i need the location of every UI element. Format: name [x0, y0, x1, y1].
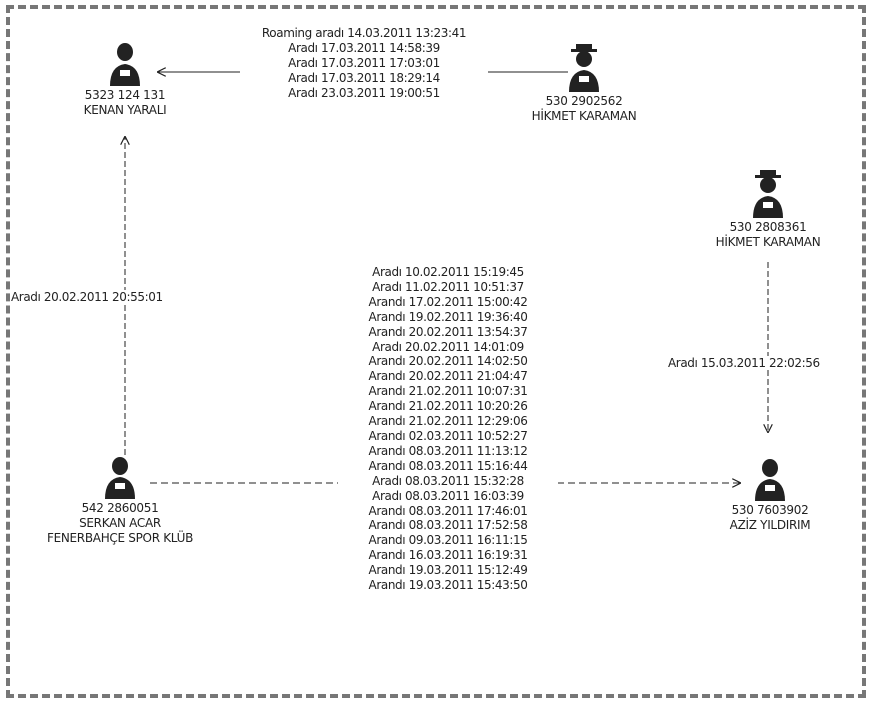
call-entry: Arandı 21.02.2011 10:20:26 [368, 399, 528, 414]
diagram-frame [6, 5, 866, 698]
call-entry: Arandı 08.03.2011 11:13:12 [368, 443, 528, 458]
hikmet-top-phone: 530 2902562 [545, 94, 623, 108]
call-entry: Arandı 20.02.2011 21:04:47 [368, 369, 528, 384]
hikmet-right-phone: 530 2808361 [729, 220, 807, 234]
call-entry: Arandı 08.03.2011 17:52:58 [368, 518, 528, 533]
call-entry: Aradı 23.03.2011 19:00:51 [288, 85, 440, 100]
node-aziz: 530 7603902 AZİZ YILDIRIM [685, 457, 855, 533]
call-entry: Aradı 17.03.2011 18:29:14 [288, 70, 440, 85]
call-entry: Arandı 20.02.2011 13:54:37 [368, 324, 528, 339]
kenan-phone: 5323 124 131 [84, 88, 166, 102]
person-icon [110, 43, 140, 86]
edge-label-hikmet-aziz: Aradı 15.03.2011 22:02:56 [668, 356, 820, 370]
serkan-phone: 542 2860051 [81, 501, 159, 515]
call-entry: Arandı 02.03.2011 10:52:27 [368, 428, 528, 443]
serkan-org: FENERBAHÇE SPOR KLÜB [46, 531, 194, 545]
call-entry: Arandı 19.02.2011 19:36:40 [368, 309, 528, 324]
aziz-name: AZİZ YILDIRIM [729, 518, 811, 532]
call-entry: Arandı 19.03.2011 15:43:50 [368, 578, 528, 593]
call-entry: Arandı 20.02.2011 14:02:50 [368, 354, 528, 369]
person-hat-icon [753, 170, 783, 218]
call-entry: Aradı 10.02.2011 15:19:45 [372, 265, 524, 279]
node-serkan: 542 2860051 SERKAN ACAR FENERBAHÇE SPOR … [35, 455, 205, 546]
call-entry: Aradı 08.03.2011 15:32:28 [372, 473, 524, 488]
node-hikmet-top: 530 2902562 HİKMET KARAMAN [499, 44, 669, 124]
call-entry: Arandı 09.03.2011 16:11:15 [368, 533, 528, 548]
node-kenan: 5323 124 131 KENAN YARALI [40, 40, 210, 118]
call-entry: Aradı 11.02.2011 10:51:37 [372, 279, 524, 294]
call-entry: Roaming aradı 14.03.2011 13:23:41 [261, 26, 467, 40]
serkan-name: SERKAN ACAR [79, 516, 161, 530]
call-entry: Aradı 17.03.2011 17:03:01 [288, 55, 440, 70]
call-entry: Arandı 21.02.2011 10:07:31 [368, 384, 528, 399]
call-entry: Aradı 08.03.2011 16:03:39 [372, 488, 524, 503]
aziz-phone: 530 7603902 [731, 503, 809, 517]
call-entry: Aradı 20.02.2011 14:01:09 [372, 339, 524, 354]
person-hat-icon [569, 44, 599, 92]
call-entry: Aradı 17.03.2011 14:58:39 [288, 40, 440, 55]
call-entry: Arandı 08.03.2011 17:46:01 [368, 503, 528, 518]
kenan-name: KENAN YARALI [83, 103, 167, 117]
person-icon [105, 457, 135, 499]
node-hikmet-right: 530 2808361 HİKMET KARAMAN [683, 170, 853, 250]
hikmet-right-name: HİKMET KARAMAN [715, 235, 821, 249]
call-entry: Arandı 17.02.2011 15:00:42 [368, 294, 528, 309]
call-entry: Arandı 16.03.2011 16:19:31 [368, 548, 528, 563]
hikmet-top-name: HİKMET KARAMAN [531, 109, 637, 123]
call-entry: Arandı 21.02.2011 12:29:06 [368, 414, 528, 429]
call-entry: Arandı 08.03.2011 15:16:44 [368, 458, 528, 473]
person-icon [755, 459, 785, 501]
edge-label-serkan-kenan: Aradı 20.02.2011 20:55:01 [11, 290, 163, 304]
call-entry: Arandı 19.03.2011 15:12:49 [368, 563, 528, 578]
